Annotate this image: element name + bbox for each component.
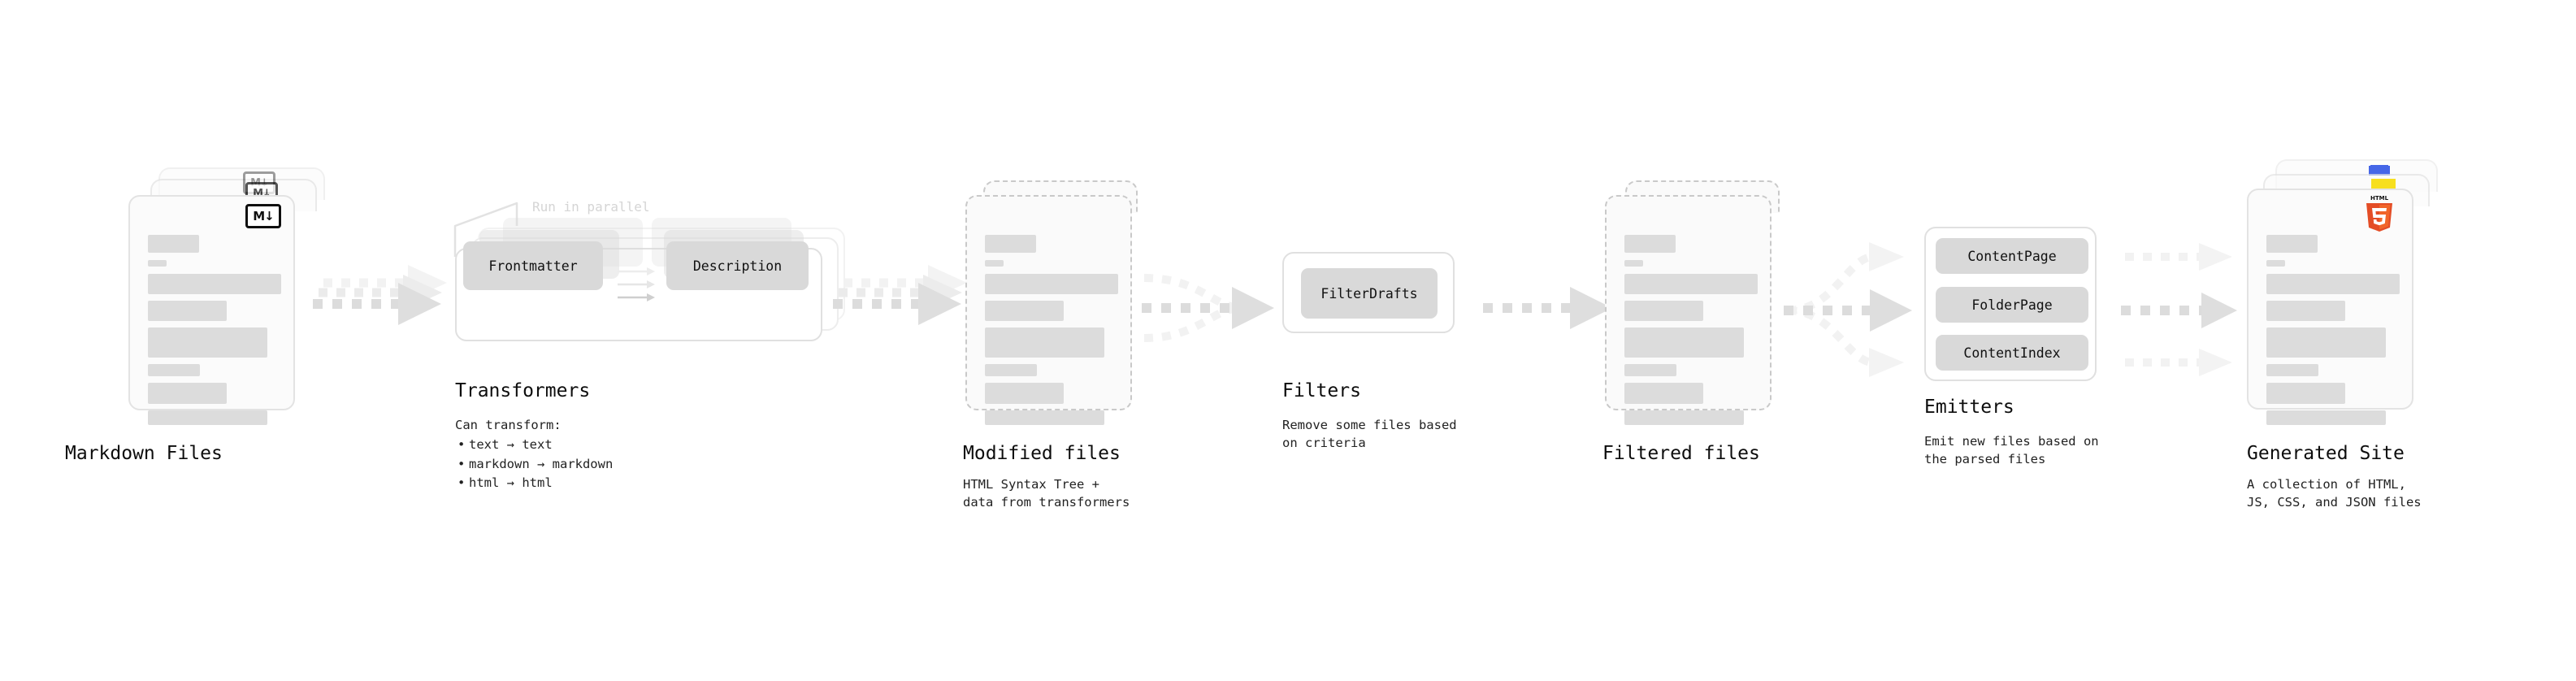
connector-markdown-to-transformers: [313, 265, 447, 325]
transformer-box-front: Frontmatter Description: [455, 218, 822, 341]
caption-heading: Can transform:: [455, 418, 562, 432]
skeleton-bar: [2266, 364, 2318, 376]
skeleton-bar: [1624, 274, 1758, 294]
skeleton-bar: [985, 235, 1036, 253]
skeleton-bar: [985, 260, 1004, 267]
markdown-card-front: [128, 195, 295, 425]
emitters-box: ContentPage FolderPage ContentIndex: [1924, 227, 2097, 381]
skeleton-bar: [1624, 301, 1703, 321]
modified-card-front: [965, 195, 1132, 425]
stage-title-emitters: Emitters: [1924, 397, 2014, 418]
skeleton-bar: [148, 301, 227, 321]
stage-title-modified-files: Modified files: [963, 443, 1121, 464]
skeleton-bar: [985, 301, 1064, 321]
skeleton-bar: [148, 327, 267, 358]
skeleton-bar: [1624, 364, 1676, 376]
skeleton-bar: [2266, 383, 2345, 404]
skeleton-bar: [2266, 301, 2345, 321]
stage-title-markdown-files: Markdown Files: [65, 443, 223, 464]
chip-folderpage[interactable]: FolderPage: [1936, 287, 2088, 323]
chip-contentpage[interactable]: ContentPage: [1936, 238, 2088, 274]
chip-filterdrafts[interactable]: FilterDrafts: [1301, 268, 1438, 319]
stage-title-filtered-files: Filtered files: [1602, 443, 1760, 464]
caption-item: text → text: [458, 436, 699, 455]
filters-box: FilterDrafts: [1282, 252, 1455, 333]
markdown-icon: M↓: [245, 204, 281, 228]
stage-title-transformers: Transformers: [455, 380, 591, 401]
stage-caption-emitters: Emit new files based on the parsed files: [1924, 434, 2099, 467]
skeleton-bar: [2266, 410, 2386, 425]
run-in-parallel-label: Run in parallel: [532, 199, 650, 215]
connector-modified-to-filters: [1142, 274, 1274, 342]
skeleton-bar: [148, 274, 281, 294]
skeleton-bar: [985, 383, 1064, 404]
caption-item: markdown → markdown: [458, 455, 699, 475]
skeleton-bar: [148, 364, 200, 376]
skeleton-bar: [2266, 327, 2386, 358]
run-in-parallel-bracket: [453, 202, 518, 257]
skeleton-bar: [1624, 235, 1676, 253]
caption-item: html → html: [458, 474, 699, 493]
skeleton-bar: [985, 364, 1037, 376]
skeleton-bar: [985, 327, 1104, 358]
css3-icon: [2369, 165, 2390, 176]
skeleton-bar: [2266, 274, 2400, 294]
stage-caption-transformers: Can transform: text → text markdown → ma…: [455, 416, 699, 492]
skeleton-bar: [1624, 383, 1703, 404]
transformer-inner-arrows: [618, 267, 655, 301]
chip-description[interactable]: Description: [666, 241, 809, 290]
connector-transformers-to-modified: [833, 265, 967, 325]
skeleton-bar: [1624, 327, 1744, 358]
chip-frontmatter[interactable]: Frontmatter: [463, 241, 603, 290]
stage-title-generated-site: Generated Site: [2247, 443, 2405, 464]
skeleton-bar: [985, 274, 1118, 294]
connector-emitters-to-site: [2121, 243, 2237, 376]
connector-filtered-to-emitters: [1784, 242, 1912, 377]
skeleton-bar: [148, 235, 199, 253]
skeleton-bar: [2266, 260, 2285, 267]
stage-caption-modified-files: HTML Syntax Tree + data from transformer…: [963, 477, 1130, 510]
skeleton-bar: [148, 383, 227, 404]
connector-filters-to-filtered: [1483, 287, 1612, 329]
chip-contentindex[interactable]: ContentIndex: [1936, 335, 2088, 371]
skeleton-bar: [148, 260, 167, 267]
svg-text:HTML: HTML: [2370, 195, 2389, 202]
site-card-front: [2247, 189, 2413, 425]
skeleton-bar: [2266, 235, 2318, 253]
skeleton-bar: [148, 410, 267, 425]
skeleton-bar: [1624, 260, 1643, 267]
html5-icon: HTML: [2366, 195, 2392, 232]
stage-caption-generated-site: A collection of HTML, JS, CSS, and JSON …: [2247, 477, 2422, 510]
skeleton-bar: [1624, 410, 1744, 425]
filtered-card-front: [1605, 195, 1772, 425]
stage-title-filters: Filters: [1282, 380, 1361, 401]
stage-caption-filters: Remove some files based on criteria: [1282, 418, 1457, 451]
skeleton-bar: [985, 410, 1104, 425]
